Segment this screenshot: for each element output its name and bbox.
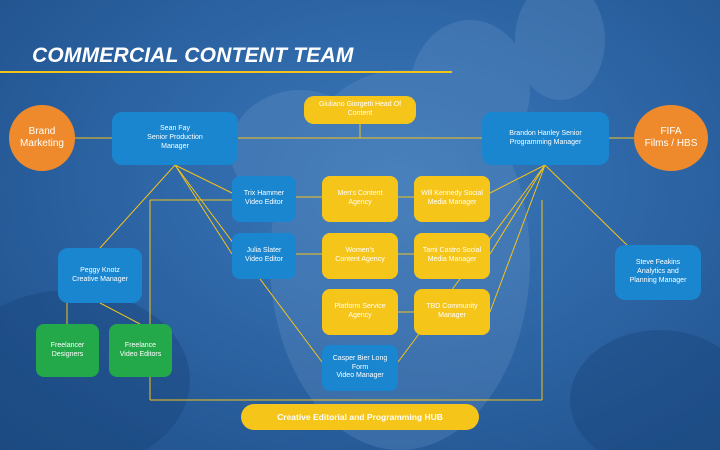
node-peggy-knotz: Peggy Knotz Creative Manager (58, 248, 142, 303)
node-freelance-video-label: Freelance Video Editors (119, 341, 162, 358)
brand-marketing-circle: Brand Marketing (9, 105, 75, 171)
node-brandon-hanley: Brandon Hanley Senior Programming Manage… (482, 112, 609, 165)
node-platform-agency-label: Platform Service Agency (334, 303, 386, 319)
node-peggy-knotz-label: Peggy Knotz Creative Manager (72, 266, 128, 283)
line-sean-peggy (99, 164, 176, 249)
fifa-films-label: FIFA Films / HBS (644, 125, 698, 150)
node-tami-castro: Tami Castro Social Media Manager (414, 233, 490, 279)
node-will-kennedy-label: Will Kennedy Social Media Manager (421, 190, 483, 206)
node-casper-bier: Casper Bier Long Form Video Manager (322, 345, 398, 391)
title-underline (0, 71, 452, 73)
line-brandon-tbd (489, 164, 546, 313)
node-womens-agency: Women's Content Agency (322, 233, 398, 279)
line-brandon-steve (544, 164, 631, 249)
node-julia-slater-label: Julia Slater Video Editor (244, 247, 283, 263)
node-giuliano: Giuliano Giorgetti Head Of Content (304, 96, 416, 124)
node-mens-agency-label: Men's Content Agency (337, 190, 383, 206)
node-tbd-community-label: TBD Community Manager (426, 303, 478, 319)
line-sean-trix (174, 164, 233, 194)
line-brandon-tami (489, 164, 546, 255)
node-sean-fay-label: Sean Fay Senior Production Manager (147, 125, 203, 150)
node-trix-hammer: Trix Hammer Video Editor (232, 176, 296, 222)
line-brandon-will (489, 164, 546, 194)
hub-banner: Creative Editorial and Programming HUB (241, 404, 479, 430)
node-casper-bier-label: Casper Bier Long Form Video Manager (332, 354, 388, 380)
node-mens-agency: Men's Content Agency (322, 176, 398, 222)
hub-banner-label: Creative Editorial and Programming HUB (277, 412, 443, 422)
line-peggy-video (99, 302, 141, 325)
node-steve-feakins: Steve Feakins Analytics and Planning Man… (615, 245, 701, 300)
node-steve-feakins-label: Steve Feakins Analytics and Planning Man… (629, 259, 687, 284)
node-freelance-video: Freelance Video Editors (109, 324, 172, 377)
fifa-films-circle: FIFA Films / HBS (634, 105, 708, 171)
node-julia-slater: Julia Slater Video Editor (232, 233, 296, 279)
node-tbd-community: TBD Community Manager (414, 289, 490, 335)
node-freelance-designers: Freelancer Designers (36, 324, 99, 377)
page-title: COMMERCIAL CONTENT TEAM (32, 44, 354, 67)
node-will-kennedy: Will Kennedy Social Media Manager (414, 176, 490, 222)
node-platform-agency: Platform Service Agency (322, 289, 398, 335)
brand-marketing-label: Brand Marketing (20, 125, 64, 150)
node-freelance-designers-label: Freelancer Designers (50, 341, 85, 358)
node-trix-hammer-label: Trix Hammer Video Editor (243, 190, 285, 206)
line-sean-julia (174, 164, 233, 255)
node-brandon-hanley-label: Brandon Hanley Senior Programming Manage… (509, 129, 582, 146)
node-womens-agency-label: Women's Content Agency (335, 247, 385, 263)
node-sean-fay: Sean Fay Senior Production Manager (112, 112, 238, 165)
node-tami-castro-label: Tami Castro Social Media Manager (422, 247, 482, 263)
node-giuliano-label: Giuliano Giorgetti Head Of Content (318, 101, 402, 117)
